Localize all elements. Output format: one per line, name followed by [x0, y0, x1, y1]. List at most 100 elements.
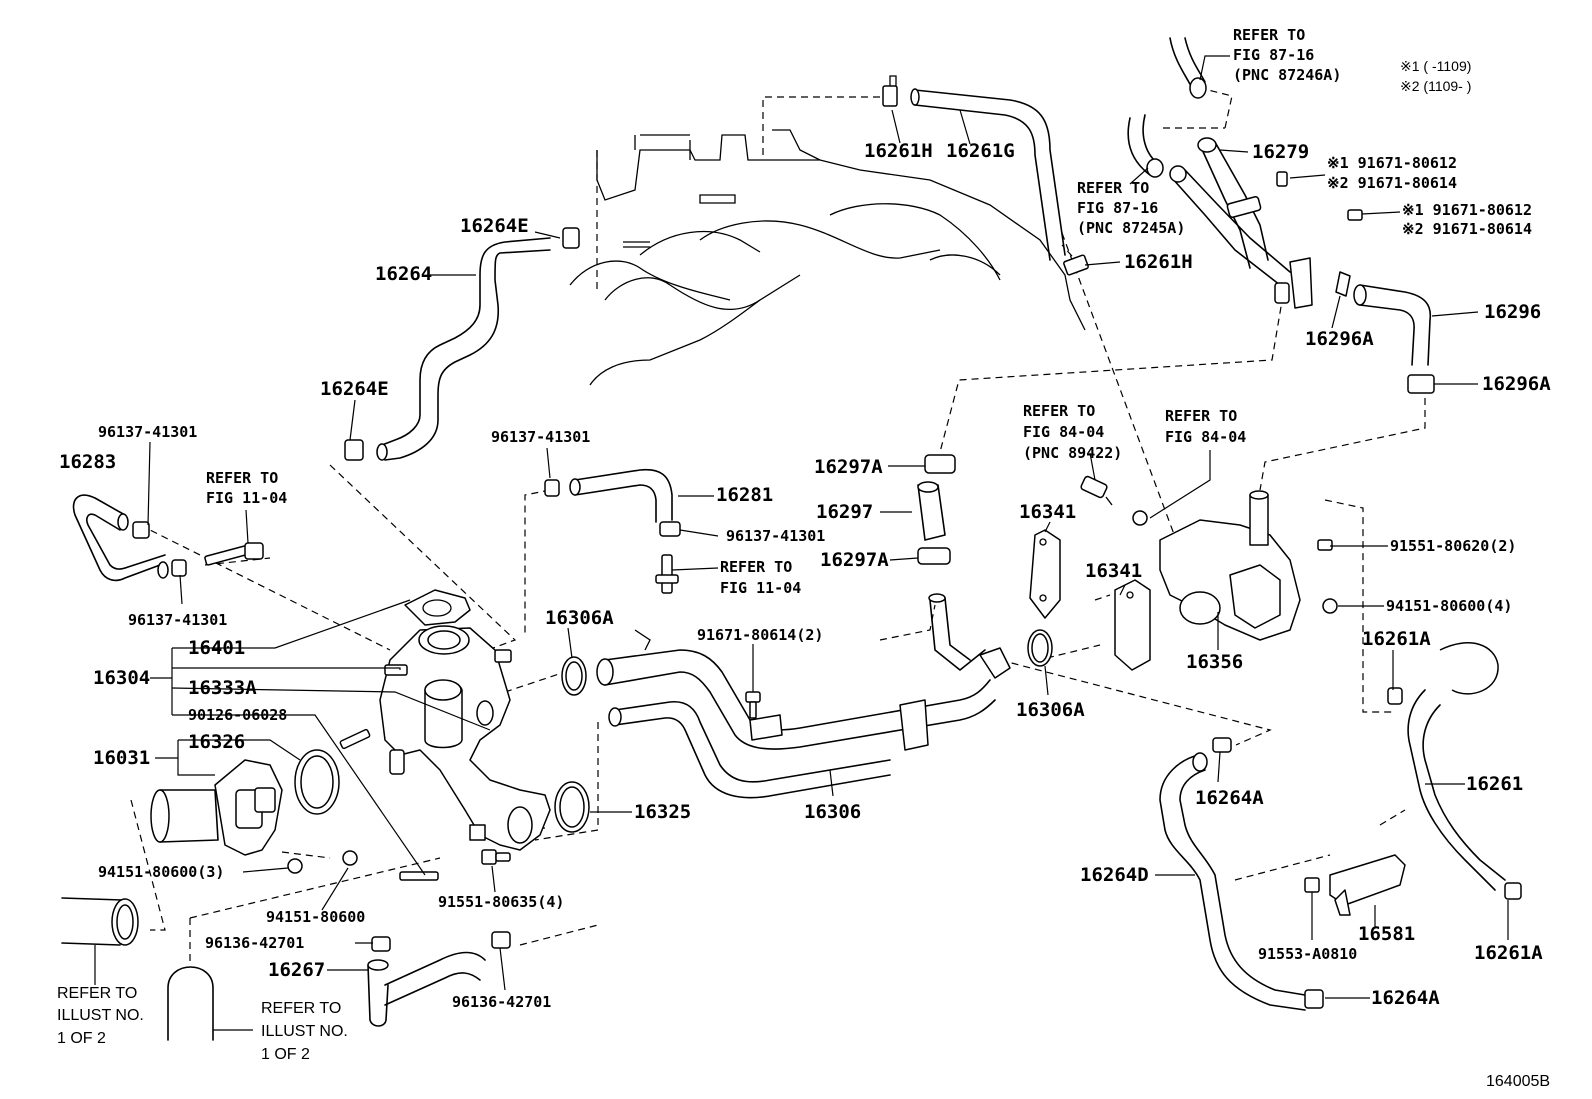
ref-line: REFER TO — [1077, 179, 1149, 197]
bolt-refer-11-04-left — [204, 542, 264, 566]
hose-16281 — [544, 468, 681, 537]
figure-id: 164005B — [1486, 1073, 1550, 1090]
label-96137-41301: 96137-41301 — [491, 428, 590, 446]
ref-line: FIG 11-04 — [206, 489, 287, 507]
label-16264: 16264 — [375, 263, 432, 285]
ref-line: ILLUST NO. — [261, 1023, 348, 1040]
label-91553-A0810: 91553-A0810 — [1258, 945, 1357, 963]
label-16031: 16031 — [93, 747, 150, 769]
label-16279: 16279 — [1252, 141, 1309, 163]
hose-16267 — [367, 931, 511, 1027]
bolt-91671-upper — [1276, 171, 1363, 221]
bracket-16581 — [1304, 854, 1406, 916]
label-91671-80614-2: 91671-80614(2) — [697, 626, 823, 644]
reference-refer-illust-b: REFER TO ILLUST NO. 1 OF 2 — [261, 1000, 348, 1063]
label-96136-42701: 96136-42701 — [205, 934, 304, 952]
label-16297A: 16297A — [814, 456, 883, 478]
reference-refer-illust-a: REFER TO ILLUST NO. 1 OF 2 — [57, 985, 144, 1047]
label-96137-41301: 96137-41301 — [98, 423, 197, 441]
reference-refer-11-04-b: REFER TO FIG 11-04 — [720, 558, 801, 597]
hose-16297 — [917, 454, 956, 565]
hose-16264D — [1159, 737, 1324, 1011]
label-16261H: 16261H — [864, 140, 933, 162]
ref-line: REFER TO — [1233, 26, 1305, 44]
label-16306: 16306 — [804, 801, 861, 823]
water-pipe-left — [61, 897, 139, 946]
label-94151-80600: 94151-80600 — [266, 908, 365, 926]
water-inlet-housing-16304 — [339, 589, 551, 881]
label-16261H: 16261H — [1124, 251, 1193, 273]
intake-manifold-outline — [569, 129, 1086, 386]
ref-line: ILLUST NO. — [57, 1007, 144, 1024]
label-16283: 16283 — [59, 451, 116, 473]
label-16333A: 16333A — [188, 677, 257, 699]
ref-line: FIG 84-04 — [1023, 423, 1104, 441]
bolt-refer-11-04-mid — [655, 554, 679, 594]
ref-line: FIG 11-04 — [720, 579, 801, 597]
reference-refer-87-16-b: REFER TO FIG 87-16 (PNC 87245A) — [1077, 179, 1185, 237]
label-16261A: 16261A — [1474, 942, 1543, 964]
label-16281: 16281 — [716, 484, 773, 506]
reference-refer-11-04-a: REFER TO FIG 11-04 — [206, 469, 287, 507]
reference-refer-87-16-a: REFER TO FIG 87-16 (PNC 87246A) — [1233, 26, 1341, 84]
pipe-16306 — [596, 593, 1011, 799]
label-16297: 16297 — [816, 501, 873, 523]
note-1: ※1 ( -1109) — [1400, 58, 1471, 74]
label-16306A: 16306A — [545, 607, 614, 629]
ref-line: (PNC 89422) — [1023, 444, 1122, 462]
reference-refer-84-04-a: REFER TO FIG 84-04 (PNC 89422) — [1023, 402, 1122, 462]
reference-refer-84-04-b: REFER TO FIG 84-04 — [1165, 407, 1246, 446]
label-16306A: 16306A — [1016, 699, 1085, 721]
nuts-94151 — [287, 598, 1338, 874]
ref-line: REFER TO — [206, 469, 278, 487]
ref-line: (PNC 87245A) — [1077, 219, 1185, 237]
label-94151-80600-3: 94151-80600(3) — [98, 863, 224, 881]
label-16401: 16401 — [188, 637, 245, 659]
label-91671-80612: ※1 91671-80612 — [1327, 154, 1457, 172]
label-16261A: 16261A — [1362, 628, 1431, 650]
label-16264E: 16264E — [320, 378, 389, 400]
label-96136-42701: 96136-42701 — [452, 993, 551, 1011]
hose-16261 — [1387, 642, 1522, 900]
label-16296: 16296 — [1484, 301, 1541, 323]
label-16325: 16325 — [634, 801, 691, 823]
label-16267: 16267 — [268, 959, 325, 981]
ref-line: REFER TO — [57, 985, 137, 1002]
hose-16296 — [1335, 271, 1435, 394]
label-91551-80635: 91551-80635(4) — [438, 893, 564, 911]
label-16356: 16356 — [1186, 651, 1243, 673]
ref-line: 1 OF 2 — [261, 1046, 310, 1063]
label-16264A: 16264A — [1371, 987, 1440, 1009]
water-outlet-16356 — [1029, 475, 1333, 671]
hose-upper-right-16279 — [1127, 37, 1313, 309]
ref-line: FIG 87-16 — [1077, 199, 1158, 217]
label-16297A: 16297A — [820, 549, 889, 571]
thermostat-16031 — [150, 749, 340, 856]
hose-16264 — [344, 227, 580, 461]
label-16296A: 16296A — [1305, 328, 1374, 350]
label-94151-80600-4: 94151-80600(4) — [1386, 597, 1512, 615]
ref-line: FIG 84-04 — [1165, 428, 1246, 446]
ref-line: REFER TO — [261, 1000, 341, 1017]
label-16264A: 16264A — [1195, 787, 1264, 809]
note-2: ※2 (1109- ) — [1400, 78, 1471, 94]
label-16261G: 16261G — [946, 140, 1015, 162]
ref-line: REFER TO — [1023, 402, 1095, 420]
hose-lower-left — [167, 966, 214, 1041]
label-16304: 16304 — [93, 667, 150, 689]
hose-16283 — [72, 494, 187, 582]
ref-line: 1 OF 2 — [57, 1030, 106, 1047]
gasket-16306A-16325 — [554, 629, 1053, 833]
ref-line: REFER TO — [720, 558, 792, 576]
bolt-91551-80635 — [481, 849, 511, 865]
label-16264E: 16264E — [460, 215, 529, 237]
clamp-16261H-top — [882, 75, 898, 107]
label-91671-80614: ※2 91671-80614 — [1402, 220, 1532, 238]
label-16341: 16341 — [1019, 501, 1076, 523]
label-96137-41301: 96137-41301 — [726, 527, 825, 545]
hose-16261G — [910, 88, 1066, 261]
leader-lines — [94, 55, 1509, 1031]
label-16326: 16326 — [188, 731, 245, 753]
ref-line: (PNC 87246A) — [1233, 66, 1341, 84]
